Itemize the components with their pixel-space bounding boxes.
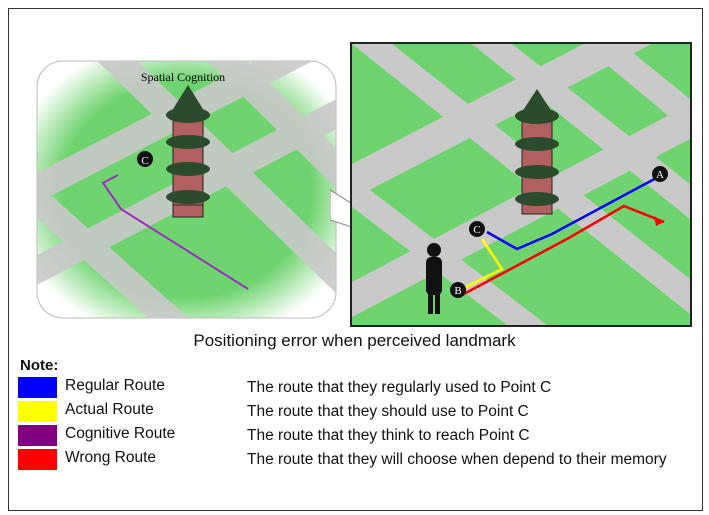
point-c-label: C — [473, 224, 480, 236]
point-a-marker — [652, 166, 668, 182]
legend-swatch — [18, 377, 57, 398]
road — [582, 44, 690, 134]
legend-route-description: The route that they should use to Point … — [247, 403, 529, 420]
road — [203, 61, 336, 192]
map-illustration: A B C — [352, 44, 690, 325]
legend-route-name: Regular Route — [65, 377, 165, 394]
legend-row-cognitive: Cognitive Route The route that they thin… — [18, 424, 698, 446]
legend-route-description: The route that they will choose when dep… — [247, 451, 667, 468]
road — [352, 44, 652, 199]
spatial-cognition-bubble: C Spatial Cognition — [33, 57, 340, 322]
legend-swatch — [18, 401, 57, 422]
legend-swatch — [18, 425, 57, 446]
figure-caption: Positioning error when perceived landmar… — [193, 331, 516, 350]
legend-row-regular: Regular Route The route that they regula… — [18, 376, 698, 398]
regular-route-line — [486, 174, 661, 251]
legend-route-name: Actual Route — [65, 401, 154, 418]
point-a-label: A — [656, 169, 664, 181]
cognitive-route-line — [101, 174, 249, 290]
road — [352, 44, 690, 314]
road — [37, 197, 193, 318]
legend-route-description: The route that they think to reach Point… — [247, 427, 530, 444]
legend-route-name: Cognitive Route — [65, 425, 176, 442]
road — [93, 61, 336, 297]
tower-landmark — [166, 85, 210, 218]
road — [352, 184, 547, 325]
figure-frame — [8, 8, 703, 511]
bubble-title: Spatial Cognition — [141, 70, 225, 84]
road — [352, 104, 690, 317]
street-map: A B C — [350, 42, 692, 327]
legend-swatch — [18, 449, 57, 470]
tower-landmark — [515, 89, 559, 215]
person-silhouette — [426, 243, 442, 314]
legend-row-actual: Actual Route The route that they should … — [18, 400, 698, 422]
point-c-marker — [137, 151, 153, 167]
point-b-label: B — [454, 285, 461, 297]
note-title: Note: — [20, 357, 59, 374]
legend-route-name: Wrong Route — [65, 449, 157, 466]
point-c-marker — [469, 221, 485, 237]
legend-row-wrong: Wrong Route The route that they will cho… — [18, 448, 698, 470]
point-b-marker — [450, 282, 466, 298]
legend-route-description: The route that they regularly used to Po… — [247, 379, 552, 396]
bubble-illustration: C Spatial Cognition — [36, 60, 337, 319]
road — [472, 44, 690, 219]
wrong-route-line — [459, 204, 665, 298]
point-c-label: C — [141, 155, 148, 167]
actual-route-line — [461, 238, 504, 291]
